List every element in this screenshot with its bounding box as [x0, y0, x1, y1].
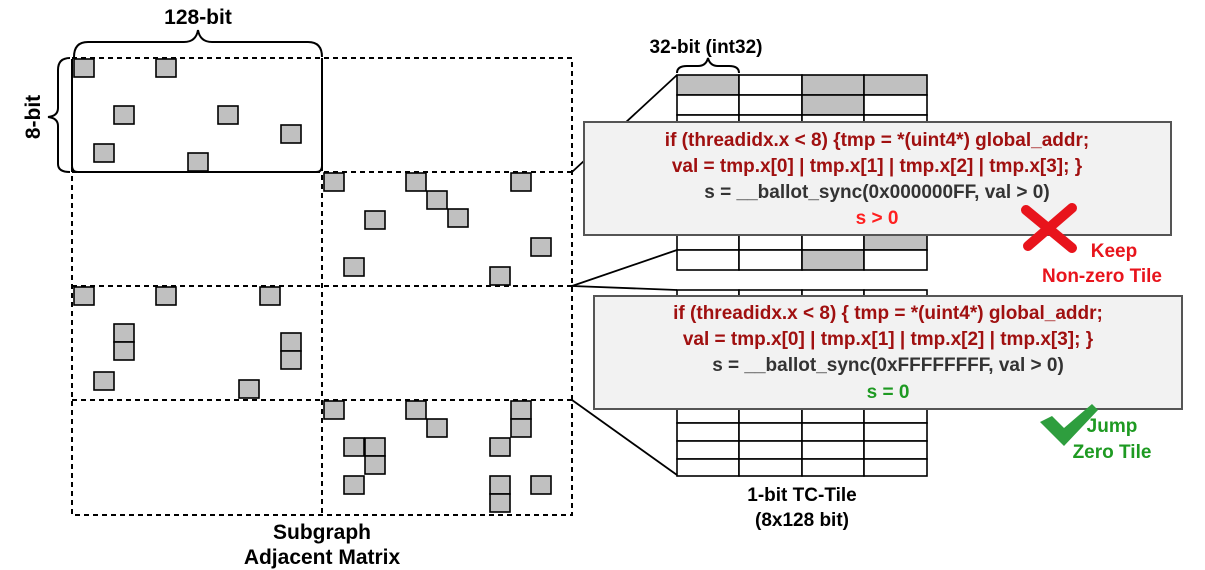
keep-note-line1: Keep: [1091, 241, 1137, 262]
code-keep-result: s > 0: [856, 208, 899, 229]
tile-cell-nonzero: [801, 249, 865, 271]
check-icon: [1040, 404, 1098, 446]
tile-cell: [863, 94, 928, 116]
tile-cell: [863, 249, 928, 271]
nonzero-cell: [73, 58, 95, 78]
nonzero-cell: [259, 286, 281, 306]
connector-line: [571, 249, 678, 287]
nonzero-cell: [510, 400, 532, 420]
nonzero-cell: [113, 341, 135, 361]
nonzero-cell: [489, 266, 511, 286]
tile-cell: [738, 458, 803, 477]
nonzero-cell: [405, 172, 427, 192]
nonzero-cell: [323, 400, 345, 420]
tile-cell: [738, 94, 803, 116]
column-width-annotation: 32-bit (int32): [650, 37, 763, 74]
nonzero-cell: [280, 350, 302, 370]
connector-line: [571, 399, 678, 476]
code-box-jump: if (threadidx.x < 8) { tmp = *(uint4*) g…: [593, 295, 1183, 410]
code-keep-line2: val = tmp.x[0] | tmp.x[1] | tmp.x[2] | t…: [672, 156, 1083, 177]
tile-cell: [738, 249, 803, 271]
code-keep-line1: if (threadidx.x < 8) {tmp = *(uint4*) gl…: [665, 130, 1089, 151]
code-box-jump-frame: [593, 295, 1183, 410]
nonzero-cell: [93, 371, 115, 391]
tile-cell: [676, 422, 740, 442]
tile-cell-nonzero: [676, 74, 740, 96]
nonzero-cell: [280, 332, 302, 352]
nonzero-cell: [323, 172, 345, 192]
nonzero-cell: [113, 323, 135, 343]
nonzero-cell: [73, 286, 95, 306]
nonzero-cell: [217, 105, 239, 125]
tile-cell: [801, 458, 865, 477]
width-label: 128-bit: [164, 6, 232, 29]
nonzero-cell: [364, 437, 386, 457]
nonzero-cell: [426, 190, 448, 210]
tile-cell: [863, 458, 928, 477]
nonzero-cell: [489, 493, 511, 513]
nonzero-cell: [364, 210, 386, 230]
nonzero-cell: [343, 437, 365, 457]
nonzero-cell: [113, 105, 135, 125]
tile-cell: [676, 249, 740, 271]
nonzero-cell: [343, 475, 365, 495]
matrix-caption-line1: Subgraph: [273, 521, 371, 544]
code-jump-result: s = 0: [867, 382, 910, 403]
nonzero-cell: [343, 257, 365, 277]
nonzero-cell: [405, 400, 427, 420]
nonzero-cell: [530, 237, 552, 257]
nonzero-blocks: [73, 58, 552, 513]
tile-cell: [863, 440, 928, 460]
adjacency-matrix: 128-bit 8-bit Subgraph Adjacent Matrix: [22, 6, 573, 569]
tile-cell: [676, 458, 740, 477]
nonzero-cell: [93, 143, 115, 163]
width-brace: [73, 29, 323, 58]
tile-caption-line1: 1-bit TC-Tile: [747, 485, 856, 506]
jump-note-line1: Jump: [1087, 416, 1138, 437]
tile-cell-nonzero: [801, 94, 865, 116]
tile-cell: [676, 94, 740, 116]
nonzero-cell: [155, 286, 177, 306]
nonzero-cell: [280, 124, 302, 144]
selected-tile-outline: [71, 62, 323, 173]
nonzero-cell: [364, 455, 386, 475]
code-keep-line3: s = __ballot_sync(0x000000FF, val > 0): [704, 182, 1049, 203]
keep-note-line2: Non-zero Tile: [1042, 266, 1162, 287]
height-label: 8-bit: [22, 95, 45, 139]
nonzero-cell: [489, 475, 511, 495]
jump-note-line2: Zero Tile: [1073, 442, 1152, 463]
tile-cell-nonzero: [801, 74, 865, 96]
tile-cell: [738, 422, 803, 442]
tile-cell: [863, 422, 928, 442]
nonzero-cell: [489, 437, 511, 457]
tile-cell: [738, 440, 803, 460]
tile-cell: [738, 74, 803, 96]
nonzero-cell: [510, 172, 532, 192]
nonzero-cell: [530, 475, 552, 495]
tile-cell: [676, 440, 740, 460]
matrix-caption-line2: Adjacent Matrix: [244, 546, 401, 569]
code-box-keep-frame: [583, 121, 1172, 236]
nonzero-cell: [447, 208, 469, 228]
height-brace: [47, 57, 71, 173]
column-width-label: 32-bit (int32): [650, 37, 763, 58]
nonzero-cell: [510, 418, 532, 438]
tile-cell: [801, 440, 865, 460]
code-jump-line3: s = __ballot_sync(0xFFFFFFFF, val > 0): [712, 355, 1064, 376]
tile-cell-nonzero: [863, 74, 928, 96]
nonzero-cell: [238, 379, 260, 399]
tc-tile-bottom: [676, 289, 928, 477]
tile-cell: [801, 422, 865, 442]
nonzero-cell: [155, 58, 177, 78]
nonzero-cell: [426, 418, 448, 438]
code-box-keep: if (threadidx.x < 8) {tmp = *(uint4*) gl…: [583, 121, 1172, 236]
tile-caption-line2: (8x128 bit): [755, 510, 849, 531]
code-jump-line1: if (threadidx.x < 8) { tmp = *(uint4*) g…: [673, 303, 1103, 324]
connector-line: [571, 285, 678, 291]
code-jump-line2: val = tmp.x[0] | tmp.x[1] | tmp.x[2] | t…: [683, 329, 1094, 350]
cross-icon: [1021, 203, 1077, 253]
nonzero-cell: [187, 152, 209, 172]
column-brace: [676, 57, 740, 74]
